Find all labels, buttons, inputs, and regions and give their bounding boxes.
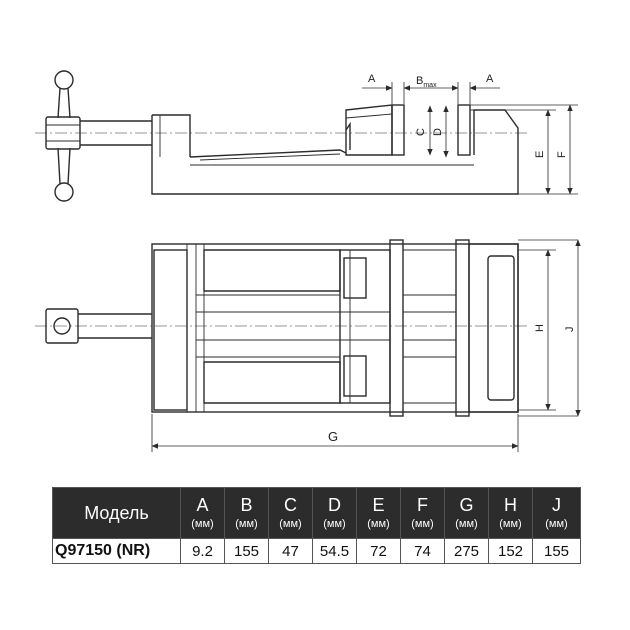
label-g: G: [328, 429, 338, 444]
value-j: 155: [532, 538, 581, 564]
model-cell: Q97150 (NR): [52, 538, 181, 564]
label-c: C: [415, 128, 427, 136]
dims-hj: H J: [518, 239, 581, 417]
model-header: Модель: [52, 487, 181, 539]
spec-header-row: Модель A(мм) B(мм) C(мм) D(мм) E(мм) F(м…: [52, 487, 581, 539]
dims-cd: C D: [415, 105, 449, 158]
dims-g: G: [151, 414, 519, 452]
label-a-left: A: [368, 73, 376, 85]
spec-table: Модель A(мм) B(мм) C(мм) D(мм) E(мм) F(м…: [52, 487, 581, 564]
col-header-c: C(мм): [268, 487, 313, 539]
table-row: Q97150 (NR) 9.2 155 47 54.5 72 74 275 15…: [52, 538, 581, 564]
vise-technical-drawing: A Bmax A C D E F: [35, 70, 581, 452]
top-view: H J G: [35, 239, 581, 452]
handle-side: [45, 70, 81, 202]
vise-body-top: [151, 239, 519, 417]
value-g: 275: [444, 538, 489, 564]
col-header-e: E(мм): [356, 487, 401, 539]
label-d: D: [432, 128, 444, 136]
dims-top: A Bmax A: [362, 73, 500, 104]
label-e: E: [534, 151, 546, 158]
label-a-right: A: [486, 73, 494, 85]
side-view: A Bmax A C D E F: [35, 70, 578, 202]
value-f: 74: [400, 538, 445, 564]
dims-ef: E F: [470, 104, 578, 195]
value-b: 155: [224, 538, 269, 564]
col-header-h: H(мм): [488, 487, 533, 539]
label-j: J: [564, 327, 576, 333]
col-header-f: F(мм): [400, 487, 445, 539]
label-f: F: [556, 151, 568, 158]
value-h: 152: [488, 538, 533, 564]
col-header-b: B(мм): [224, 487, 269, 539]
value-a: 9.2: [180, 538, 225, 564]
col-header-d: D(мм): [312, 487, 357, 539]
col-header-j: J(мм): [532, 487, 581, 539]
handle-top: [45, 308, 152, 344]
value-c: 47: [268, 538, 313, 564]
col-header-g: G(мм): [444, 487, 489, 539]
label-h: H: [534, 324, 546, 332]
col-header-a: A(мм): [180, 487, 225, 539]
label-b: Bmax: [416, 75, 437, 89]
vise-body-side: [151, 104, 519, 195]
value-d: 54.5: [312, 538, 357, 564]
value-e: 72: [356, 538, 401, 564]
